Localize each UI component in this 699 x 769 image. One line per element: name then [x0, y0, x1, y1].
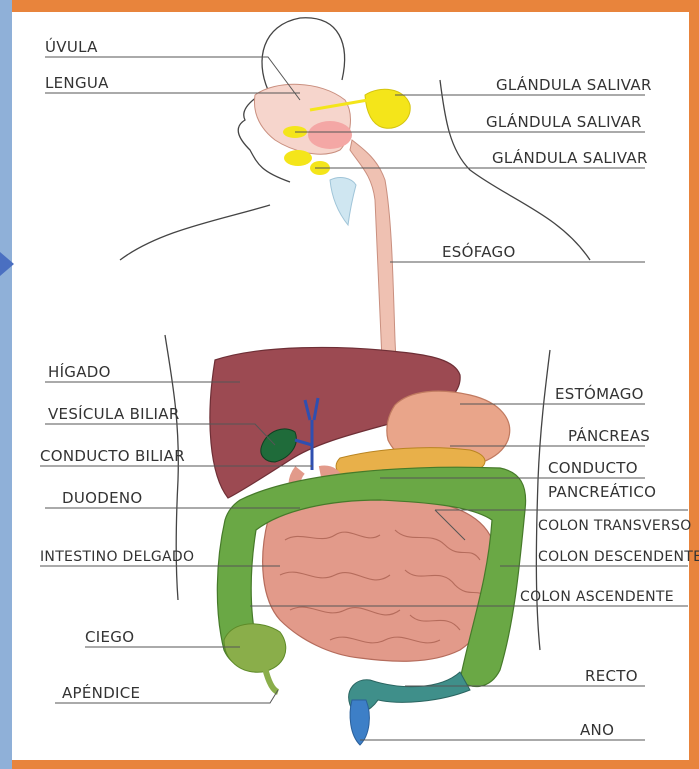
label-ciego: CIEGO: [85, 628, 134, 646]
label-uvula: ÚVULA: [45, 37, 98, 56]
cecum-shape: [224, 624, 286, 672]
trachea-shape: [330, 178, 356, 225]
label-pancreatico: PANCREÁTICO: [548, 482, 656, 501]
label-ano: ANO: [580, 721, 614, 739]
label-lengua: LENGUA: [45, 74, 109, 92]
appendix-shape: [265, 668, 278, 692]
label-conducto: CONDUCTO: [548, 459, 638, 477]
label-apendice: APÉNDICE: [62, 683, 140, 702]
salivary-gland-submandibular: [284, 150, 312, 166]
throat-cavity: [308, 121, 352, 149]
label-higado: HÍGADO: [48, 362, 111, 381]
label-glandula-salivar-2: GLÁNDULA SALIVAR: [486, 112, 642, 131]
label-estomago: ESTÓMAGO: [555, 384, 644, 403]
label-glandula-salivar-1: GLÁNDULA SALIVAR: [496, 75, 652, 94]
label-conducto-biliar: CONDUCTO BILIAR: [40, 447, 185, 465]
label-glandula-salivar-3: GLÁNDULA SALIVAR: [492, 148, 648, 167]
label-colon-transverso: COLON TRANSVERSO: [538, 518, 692, 534]
label-intestino-delgado: INTESTINO DELGADO: [40, 549, 194, 565]
label-esofago: ESÓFAGO: [442, 242, 516, 261]
label-duodeno: DUODENO: [62, 489, 143, 507]
label-recto: RECTO: [585, 667, 638, 685]
label-pancreas: PÁNCREAS: [568, 426, 650, 445]
label-colon-descendente: COLON DESCENDENTE: [538, 549, 699, 565]
label-vesicula-biliar: VESÍCULA BILIAR: [48, 404, 180, 423]
label-colon-ascendente: COLON ASCENDENTE: [520, 589, 674, 605]
anus-shape: [350, 700, 369, 745]
